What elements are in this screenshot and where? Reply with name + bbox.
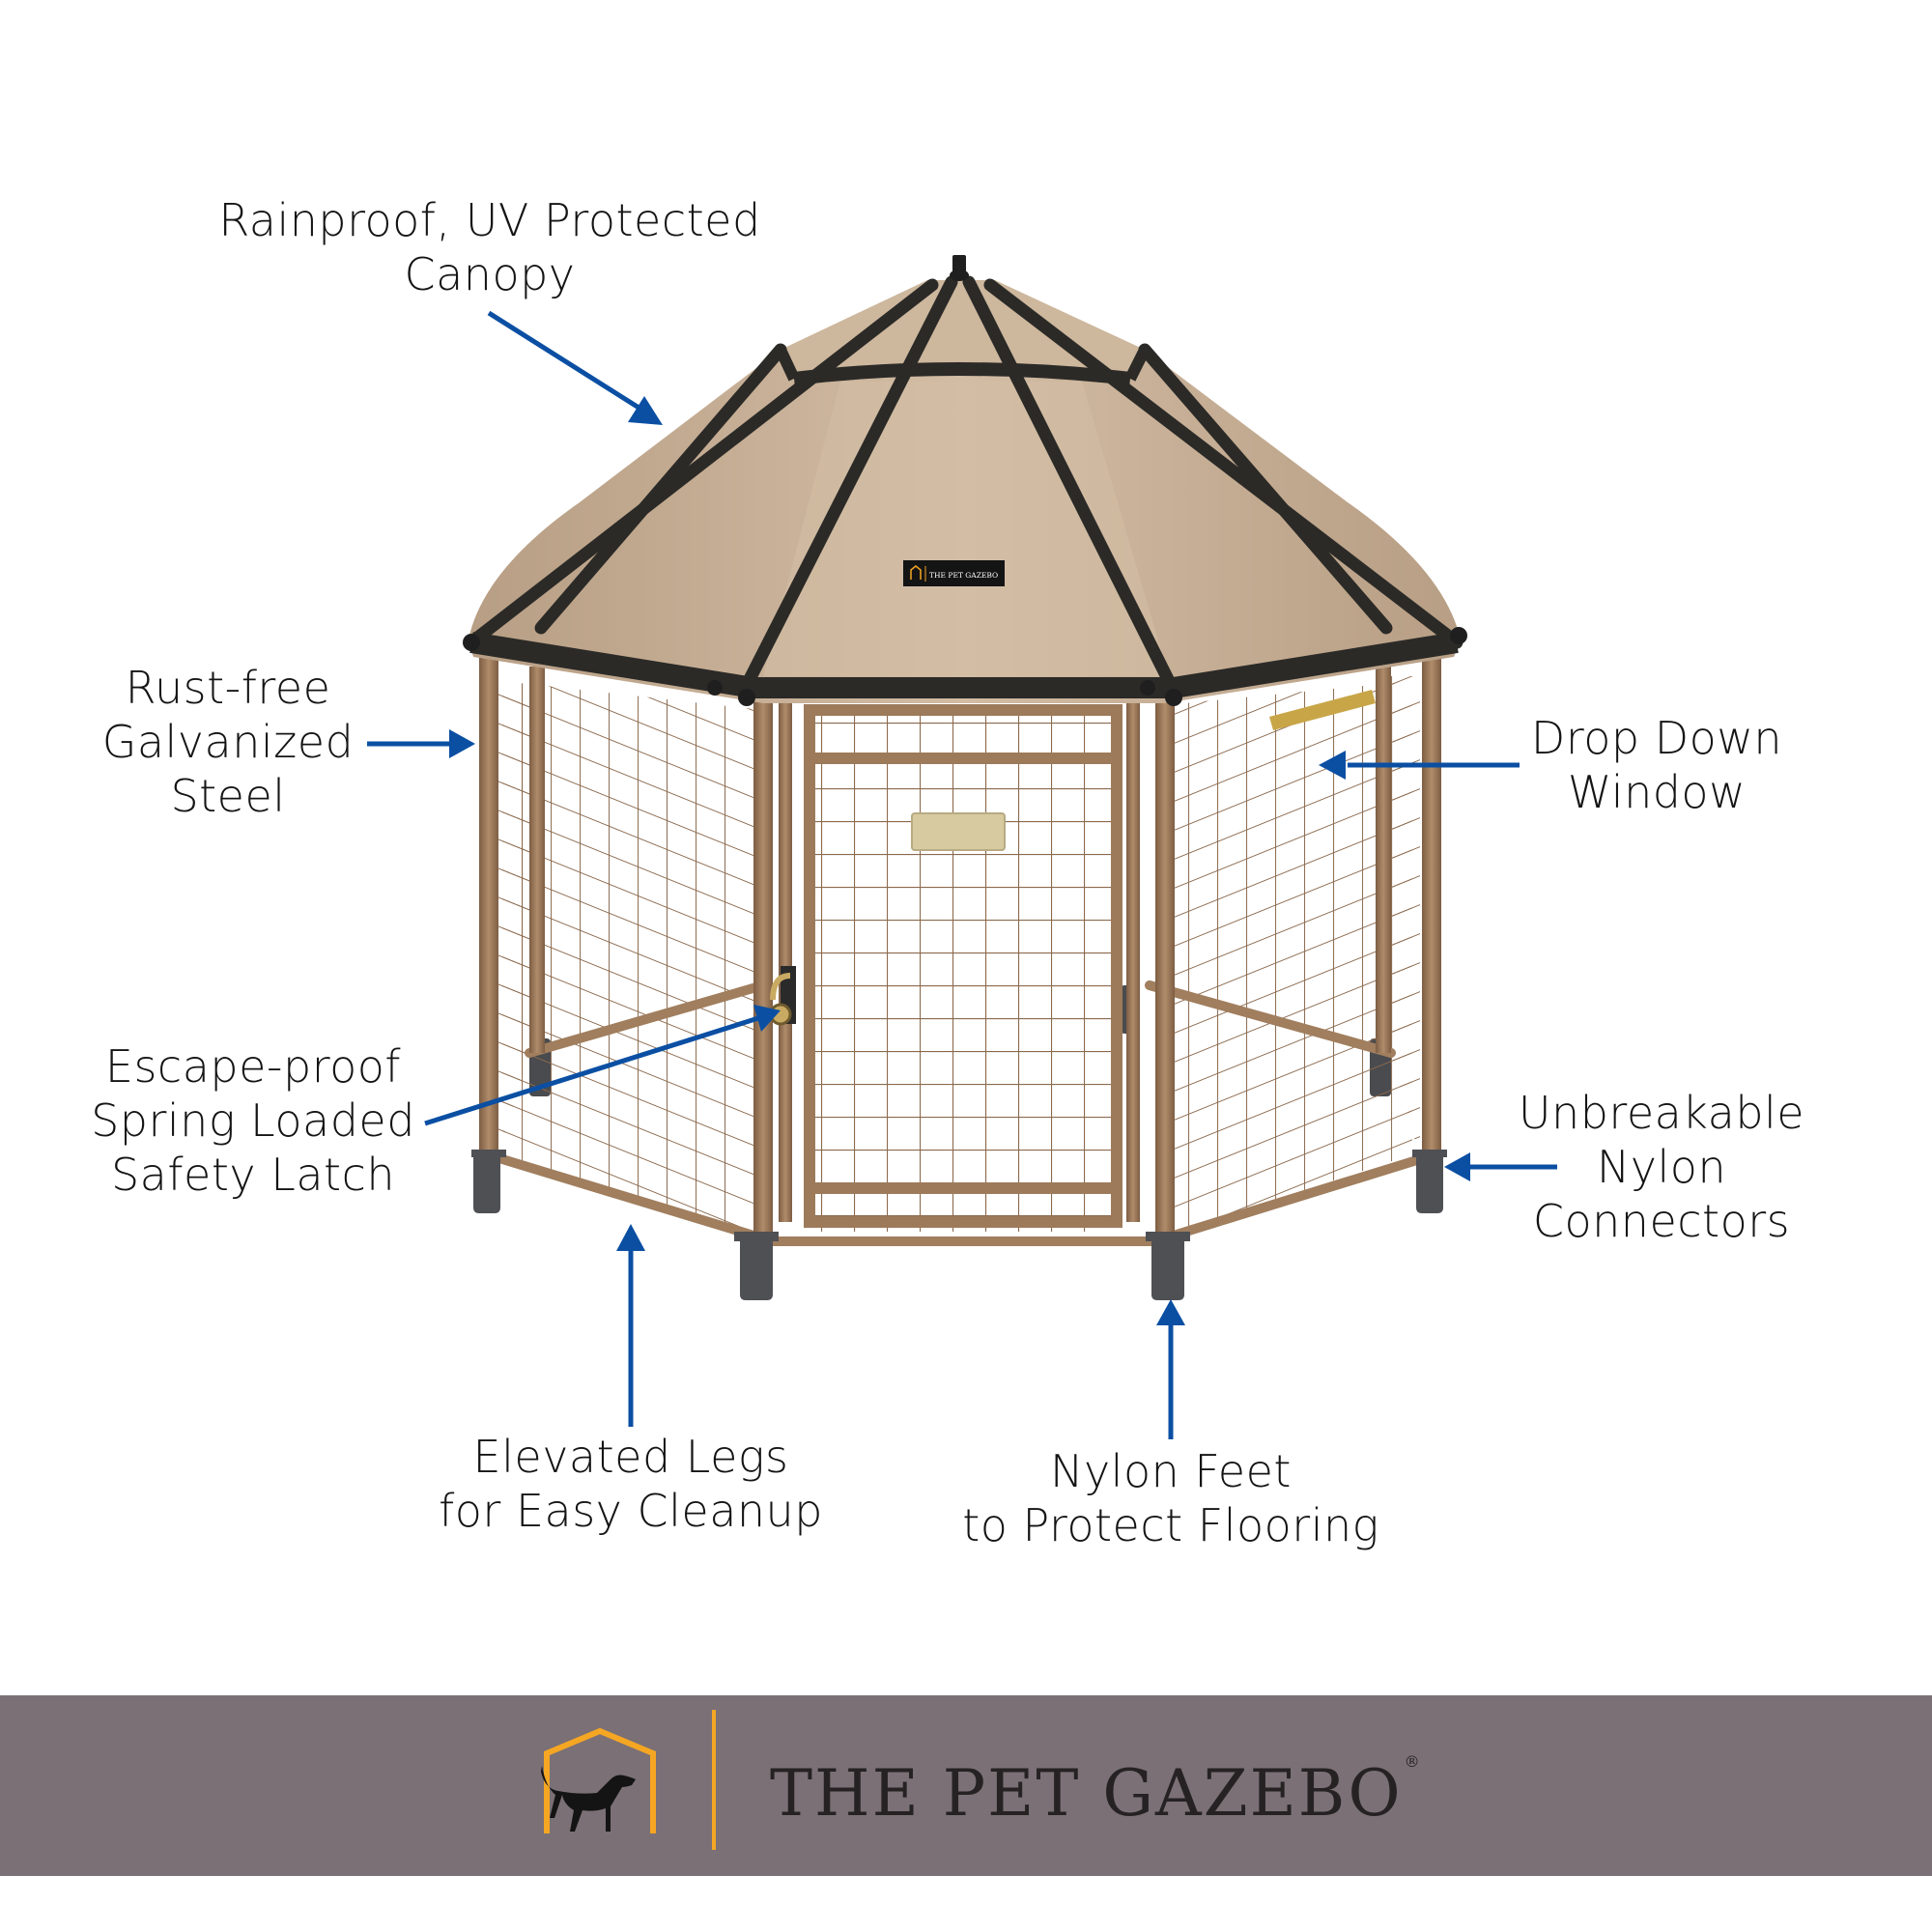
frame-posts — [479, 652, 1441, 1241]
safety-latch[interactable] — [769, 966, 796, 1026]
bottom-rails — [497, 980, 1425, 1246]
callout-steel-line-3: Steel — [170, 770, 286, 822]
brand-wordmark: THE PET GAZEBO® — [770, 1752, 1422, 1831]
callout-canopy-line-2: Canopy — [404, 248, 576, 300]
callout-canopy-line-1: Rainproof, UV Protected — [218, 194, 761, 246]
callout-window: Drop Down Window — [1517, 711, 1797, 819]
callout-feet-line-1: Nylon Feet — [1050, 1445, 1292, 1497]
window-latch-bar[interactable] — [1269, 690, 1376, 730]
canopy — [463, 255, 1467, 706]
callout-steel-line-2: Galvanized — [101, 716, 355, 768]
dog-in-house-icon — [541, 1727, 656, 1833]
callout-connectors-line-3: Connectors — [1532, 1195, 1791, 1247]
callout-window-line-1: Drop Down — [1530, 712, 1783, 764]
callout-steel: Rust-free Galvanized Steel — [83, 661, 373, 823]
callout-legs-line-1: Elevated Legs — [472, 1431, 789, 1483]
mesh-panels — [497, 676, 1420, 1241]
callout-legs-line-2: for Easy Cleanup — [439, 1485, 823, 1537]
callout-latch-line-3: Safety Latch — [110, 1149, 396, 1201]
callout-window-line-2: Window — [1567, 766, 1747, 818]
callout-latch-line-1: Escape-proof — [104, 1040, 402, 1093]
callout-connectors-line-2: Nylon — [1596, 1141, 1727, 1193]
registered-mark: ® — [1404, 1752, 1422, 1771]
door-frame[interactable] — [804, 704, 1122, 1228]
door-name-plate — [911, 812, 1006, 851]
callout-legs: Elevated Legs for Easy Cleanup — [428, 1430, 834, 1538]
callout-canopy: Rainproof, UV Protected Canopy — [200, 193, 780, 301]
callout-connectors-line-1: Unbreakable — [1518, 1087, 1805, 1139]
callout-latch: Escape-proof Spring Loaded Safety Latch — [79, 1039, 427, 1202]
callout-connectors: Unbreakable Nylon Connectors — [1507, 1086, 1816, 1248]
nylon-feet — [471, 1150, 1447, 1300]
brand-logo — [541, 1710, 716, 1850]
callout-arrows — [367, 310, 1557, 1439]
canopy-brand-tag: THE PET GAZEBO — [903, 560, 1005, 586]
canopy-tag-text: THE PET GAZEBO — [929, 571, 998, 580]
brand-name: THE PET GAZEBO — [770, 1756, 1403, 1831]
callout-steel-line-1: Rust-free — [125, 662, 331, 714]
callout-feet: Nylon Feet to Protect Flooring — [949, 1444, 1393, 1552]
callout-feet-line-2: to Protect Flooring — [962, 1499, 1379, 1551]
callout-latch-line-2: Spring Loaded — [91, 1094, 415, 1147]
brand-banner: THE PET GAZEBO® — [0, 1695, 1932, 1876]
